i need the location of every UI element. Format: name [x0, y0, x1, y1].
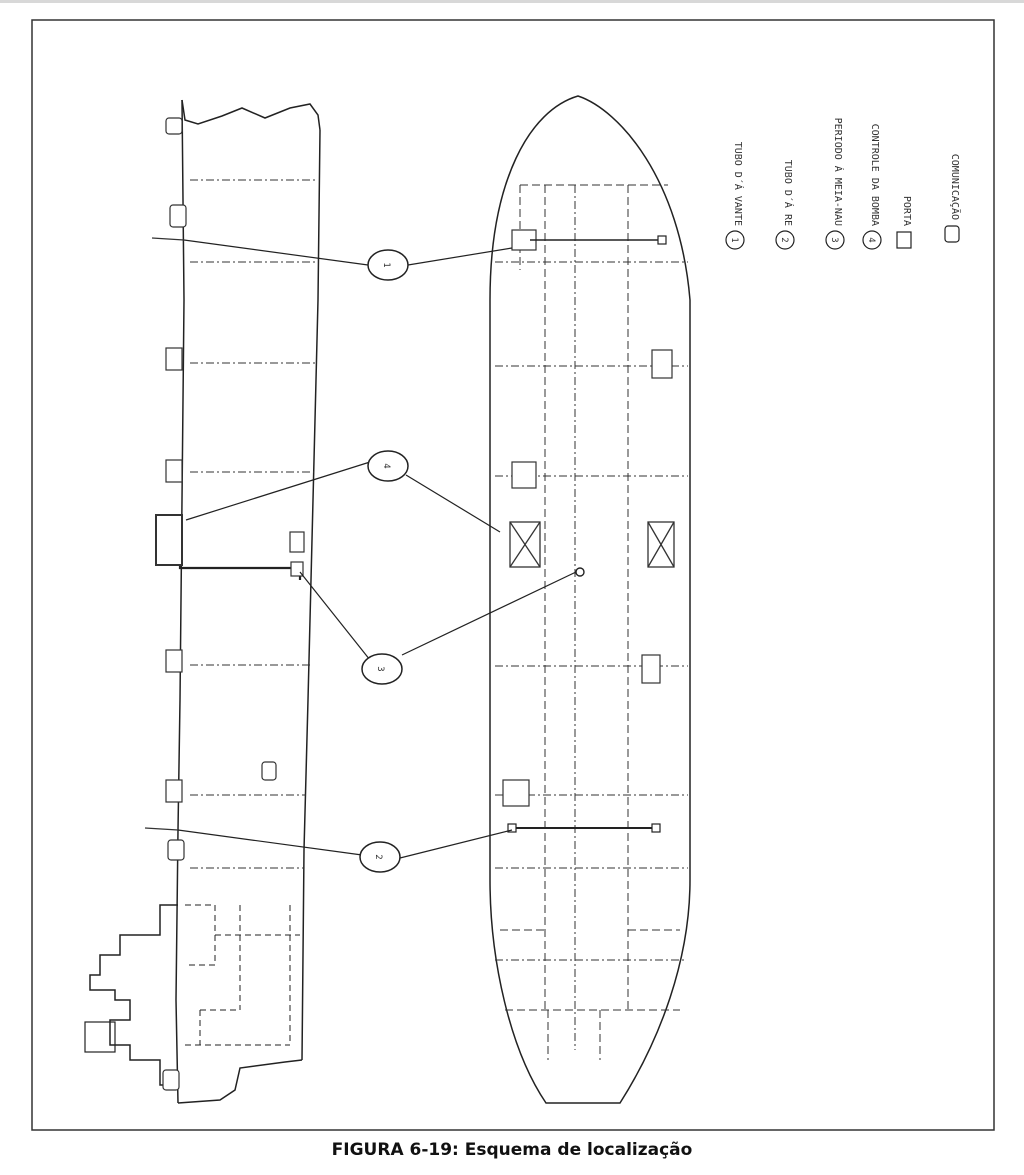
callout-4-number: 4 [381, 463, 391, 468]
legend-circle-2 [775, 230, 795, 250]
plan-hatches [509, 521, 675, 568]
callout-2-number: 2 [373, 854, 383, 859]
legend-text-door: PORTA [901, 196, 912, 226]
aft-pipe-stub [144, 827, 179, 831]
legend-number-2: 2 [779, 237, 789, 242]
engine-room-bulkheads [185, 904, 300, 1046]
figure-caption: FIGURA 6-19: Esquema de localização [331, 1140, 693, 1160]
midship-deck-section [178, 530, 302, 580]
callout-1: 1 [367, 249, 409, 281]
figure-frame [31, 19, 995, 1131]
legend-circle-3 [825, 230, 845, 250]
legend-text-3: PERIODO Á MEIA-NAU [832, 118, 845, 226]
callout-3: 3 [361, 653, 403, 685]
main-deck-line [175, 99, 185, 1104]
side-bulkheads [190, 179, 316, 869]
midship-sounding-point [575, 567, 585, 577]
top-rule [0, 0, 1024, 3]
hull-outline [489, 95, 691, 1104]
legend-circle-1 [725, 230, 745, 250]
ship-location-diagram: 1 4 3 2 1 TUBO D´Á VANTE 2 TUBO D´Á RE 3… [31, 19, 995, 1131]
plan-door-symbols [502, 229, 673, 807]
side-comm-symbols [162, 117, 277, 1091]
legend-text-comm: COMUNICAÇÃO [949, 154, 962, 220]
legend-item-door: PORTA [896, 196, 912, 249]
tank-boundaries [519, 184, 668, 1010]
communication-icon [944, 225, 960, 243]
ship-plan-view [489, 95, 691, 1104]
bow-outline [181, 99, 321, 131]
legend-item-comm: COMUNICAÇÃO [944, 154, 962, 243]
callout-1-number: 1 [381, 262, 391, 267]
keel-line [301, 129, 321, 1061]
fwd-pipe-stub [151, 237, 185, 241]
stern-outline [177, 1059, 303, 1104]
aft-valve-starboard [651, 823, 661, 833]
legend-text-1: TUBO D´Á VANTE [732, 142, 745, 226]
fwd-valve [657, 235, 667, 245]
legend-text-4: CONTROLE DA BOMBA [869, 124, 880, 226]
legend-text-2: TUBO D´Á RE [782, 160, 795, 226]
callout-4: 4 [367, 450, 409, 482]
legend-circle-4 [862, 230, 882, 250]
side-door-symbols [155, 347, 305, 803]
legend-item-4: 4 CONTROLE DA BOMBA [862, 124, 882, 250]
aft-tank-lines [500, 929, 680, 1060]
superstructure [89, 904, 178, 1086]
door-box-icon [896, 231, 912, 249]
ship-side-profile [84, 99, 321, 1104]
legend-item-3: 3 PERIODO Á MEIA-NAU [825, 118, 845, 250]
legend: 1 TUBO D´Á VANTE 2 TUBO D´Á RE 3 PERIODO… [725, 118, 962, 250]
legend-item-2: 2 TUBO D´Á RE [775, 160, 795, 250]
legend-number-1: 1 [729, 237, 739, 242]
leader-lines [177, 239, 577, 859]
legend-number-4: 4 [866, 237, 876, 242]
funnel-block [84, 1021, 116, 1053]
legend-number-3: 3 [829, 237, 839, 242]
callout-3-number: 3 [375, 666, 385, 671]
callout-2: 2 [359, 841, 401, 873]
aft-valve-port [507, 823, 517, 833]
legend-item-1: 1 TUBO D´Á VANTE [725, 142, 745, 250]
